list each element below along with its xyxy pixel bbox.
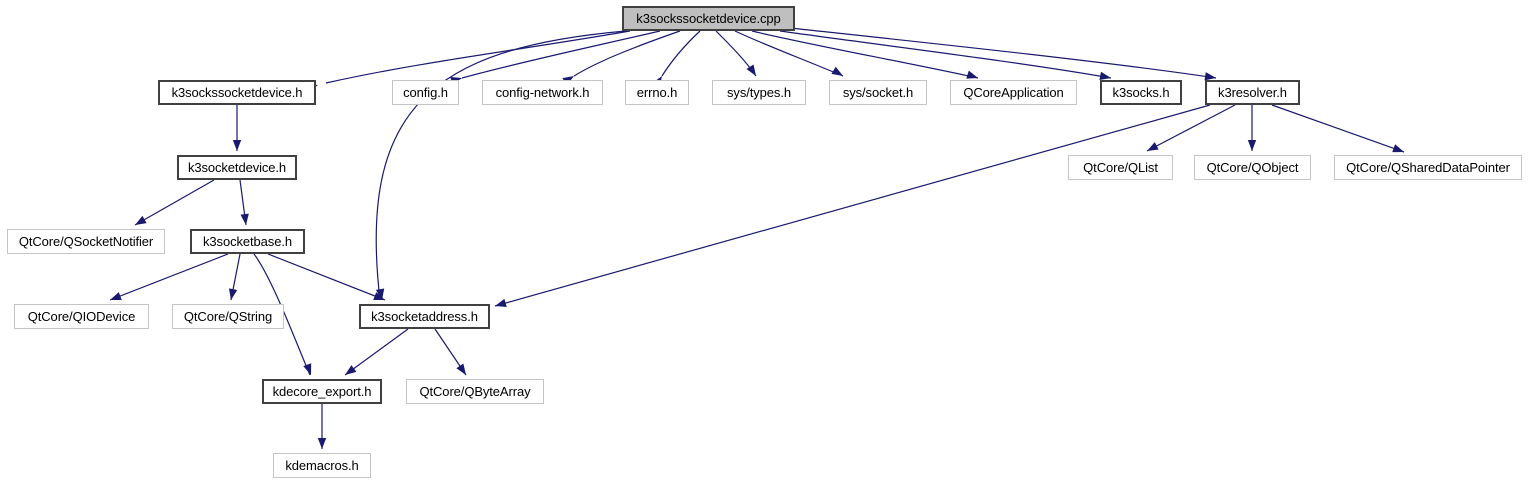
- graph-node-label: QtCore/QObject: [1206, 160, 1299, 175]
- edge-cpp-to-qcoreapp: [751, 30, 979, 79]
- edge-cpp-to-config_h: [461, 30, 661, 79]
- graph-node-label: k3socketbase.h: [203, 234, 292, 249]
- graph-node-qcoreapp[interactable]: QCoreApplication: [950, 80, 1077, 105]
- edge-cpp-to-syssocket_h: [734, 30, 844, 77]
- arrowhead-socketbase_h-to-socketaddr_h: [373, 292, 385, 300]
- edge-cpp-to-k3socks_h: [779, 30, 1112, 79]
- graph-node-k3socks_h[interactable]: k3socks.h: [1100, 80, 1182, 105]
- edge-socketbase_h-to-qiodevice: [109, 253, 229, 301]
- arrowhead-cpp-to-k3socks_h: [1099, 71, 1111, 81]
- graph-node-label: QCoreApplication: [963, 85, 1064, 100]
- graph-node-label: QtCore/QIODevice: [27, 309, 136, 324]
- graph-node-sockssockdev_h[interactable]: k3sockssocketdevice.h: [158, 80, 316, 105]
- edge-cpp-to-errno_h: [661, 30, 701, 77]
- graph-node-syssocket_h[interactable]: sys/socket.h: [829, 80, 927, 105]
- edge-k3resolver_h-to-qsdp: [1271, 104, 1405, 153]
- graph-node-label: k3socketaddress.h: [371, 309, 478, 324]
- graph-node-errno_h[interactable]: errno.h: [625, 80, 689, 105]
- arrowhead-socketaddr_h-to-kdecore_export: [345, 365, 357, 375]
- edge-k3resolver_h-to-qlist: [1146, 104, 1236, 152]
- arrowhead-socketbase_h-to-qiodevice: [110, 292, 122, 300]
- graph-node-socketdevice_h[interactable]: k3socketdevice.h: [177, 155, 297, 180]
- graph-node-label: QtCore/QString: [183, 309, 273, 324]
- arrowhead-socketbase_h-to-kdecore_export: [303, 363, 312, 375]
- edge-k3resolver_h-to-socketaddr_h: [494, 104, 1211, 307]
- graph-node-label: errno.h: [636, 85, 678, 100]
- arrowhead-socketbase_h-to-qstring: [228, 288, 238, 300]
- graph-node-qbytearray[interactable]: QtCore/QByteArray: [406, 379, 544, 404]
- arrowhead-cpp-to-socketaddr_h: [375, 288, 385, 300]
- arrowhead-k3resolver_h-to-qobject: [1247, 140, 1257, 151]
- edge-cpp-to-k3resolver_h: [789, 27, 1217, 79]
- arrowhead-cpp-to-syssocket_h: [831, 66, 843, 76]
- edge-socketaddr_h-to-kdecore_export: [344, 328, 409, 376]
- arrowhead-socketdevice_h-to-qsocketnotif: [135, 215, 147, 225]
- graph-node-qsocketnotif[interactable]: QtCore/QSocketNotifier: [7, 229, 165, 254]
- edge-cpp-to-sockssockdev_h: [325, 30, 631, 84]
- arrowhead-socketdevice_h-to-socketbase_h: [240, 213, 249, 225]
- graph-node-label: config.h: [403, 85, 448, 100]
- graph-node-label: kdemacros.h: [285, 458, 359, 473]
- arrowhead-socketaddr_h-to-qbytearray: [456, 363, 466, 375]
- graph-node-label: sys/types.h: [727, 85, 791, 100]
- arrowhead-cpp-to-k3resolver_h: [1204, 72, 1216, 81]
- edge-cpp-to-socketaddr_h: [375, 30, 627, 301]
- graph-node-kdemacros_h[interactable]: kdemacros.h: [273, 453, 371, 478]
- graph-node-qlist[interactable]: QtCore/QList: [1068, 155, 1173, 180]
- arrowhead-sockssockdev_h-to-socketdevice_h: [232, 140, 242, 151]
- graph-node-label: QtCore/QSharedDataPointer: [1346, 160, 1510, 175]
- graph-node-label: k3sockssocketdevice.cpp: [636, 11, 781, 26]
- graph-node-socketbase_h[interactable]: k3socketbase.h: [190, 229, 305, 254]
- edge-socketbase_h-to-socketaddr_h: [267, 253, 386, 301]
- graph-node-qsdp[interactable]: QtCore/QSharedDataPointer: [1334, 155, 1522, 180]
- arrowhead-cpp-to-systypes_h: [746, 64, 756, 76]
- graph-node-label: k3socks.h: [1112, 85, 1170, 100]
- graph-node-label: k3resolver.h: [1218, 85, 1287, 100]
- arrowhead-cpp-to-qcoreapp: [966, 70, 978, 79]
- graph-node-label: k3sockssocketdevice.h: [171, 85, 303, 100]
- graph-node-systypes_h[interactable]: sys/types.h: [712, 80, 806, 105]
- graph-node-qstring[interactable]: QtCore/QString: [172, 304, 284, 329]
- graph-node-qobject[interactable]: QtCore/QObject: [1194, 155, 1311, 180]
- graph-node-confignet_h[interactable]: config-network.h: [482, 80, 603, 105]
- graph-node-label: QtCore/QByteArray: [419, 384, 531, 399]
- graph-node-label: QtCore/QSocketNotifier: [18, 234, 154, 249]
- graph-node-label: kdecore_export.h: [272, 384, 372, 399]
- graph-node-qiodevice[interactable]: QtCore/QIODevice: [14, 304, 149, 329]
- graph-node-kdecore_export[interactable]: kdecore_export.h: [262, 379, 382, 404]
- edge-cpp-to-confignet_h: [573, 30, 681, 77]
- graph-node-label: sys/socket.h: [842, 85, 914, 100]
- graph-node-config_h[interactable]: config.h: [392, 80, 459, 105]
- arrowhead-k3resolver_h-to-qlist: [1147, 142, 1159, 151]
- graph-node-label: QtCore/QList: [1083, 160, 1158, 175]
- arrowhead-k3resolver_h-to-qsdp: [1392, 144, 1404, 153]
- arrowhead-kdecore_export-to-kdemacros_h: [317, 438, 327, 449]
- edge-socketdevice_h-to-qsocketnotif: [134, 179, 215, 226]
- arrowhead-k3resolver_h-to-socketaddr_h: [495, 298, 507, 308]
- graph-node-k3resolver_h[interactable]: k3resolver.h: [1205, 80, 1300, 105]
- graph-node-label: k3socketdevice.h: [187, 160, 287, 175]
- graph-node-cpp[interactable]: k3sockssocketdevice.cpp: [622, 6, 795, 31]
- graph-node-socketaddr_h[interactable]: k3socketaddress.h: [359, 304, 490, 329]
- graph-node-label: config-network.h: [495, 85, 590, 100]
